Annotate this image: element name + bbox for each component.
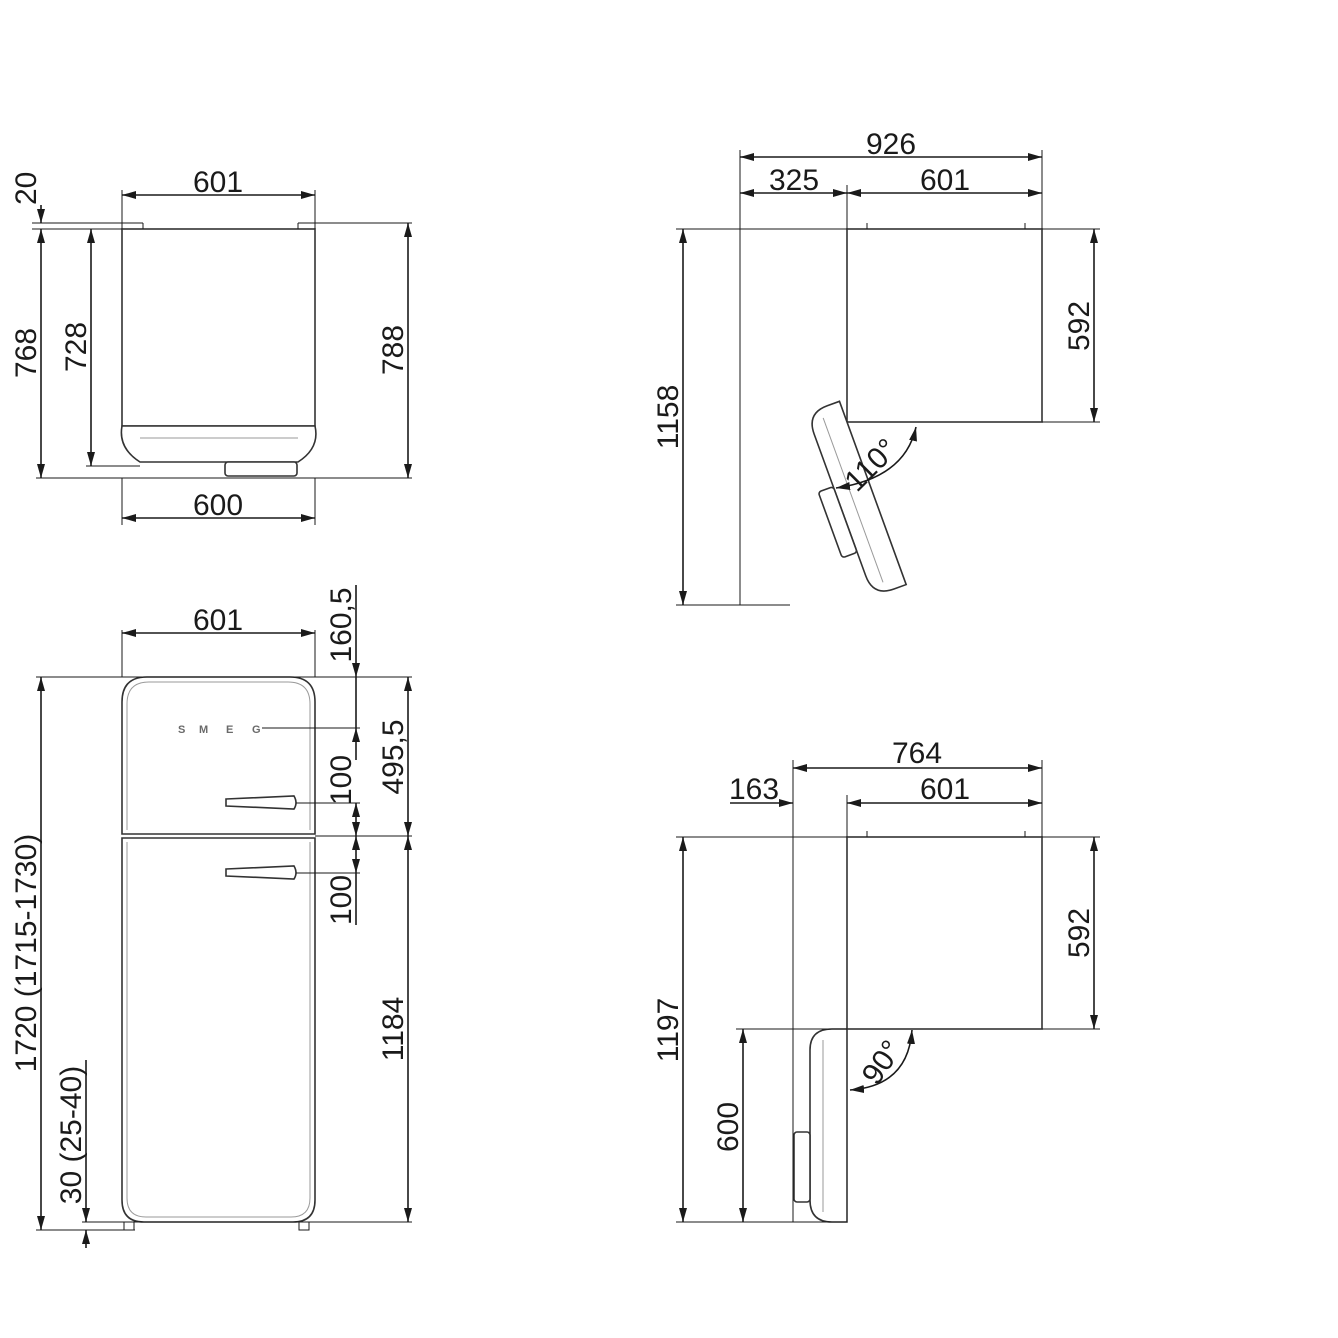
dim-depth-open: 788 [377, 325, 410, 375]
handle-90 [793, 1131, 811, 1203]
dim-fridge-height: 1184 [377, 997, 410, 1062]
dim-freezer-height: 495,5 [377, 719, 410, 794]
handle-upper [225, 795, 297, 810]
cabinet-outline-110 [846, 228, 1043, 423]
dim-total-depth-110: 1158 [652, 385, 685, 450]
dim-width-110: 601 [920, 164, 970, 197]
top-view-110: 926 325 601 1158 592 110° [652, 128, 1100, 606]
dim-top-width: 601 [193, 166, 243, 199]
door-90 [809, 1028, 848, 1223]
cabinet-outline [121, 228, 316, 427]
dim-total-width-110: 926 [866, 128, 916, 161]
smeg-logo-m: M [199, 724, 208, 736]
dim-feet: 30 (25-40) [55, 1066, 88, 1204]
dim-depth-90: 592 [1063, 908, 1096, 958]
dim-door-depth-90: 600 [712, 1102, 745, 1152]
top-view-90: 764 163 601 1197 600 592 90° [652, 737, 1100, 1223]
fridge-door-outline [121, 837, 316, 1223]
dim-handle-lower: 100 [325, 875, 358, 925]
cabinet-outline-90 [846, 836, 1043, 1030]
handle-outline [224, 461, 298, 477]
handle-lower [225, 865, 297, 880]
dim-total-depth-90: 1197 [652, 998, 685, 1063]
dim-door-swing-110: 325 [769, 164, 819, 197]
smeg-logo-g: G [252, 724, 261, 736]
front-view: S M E G 601 1720 (1715-1730) 160,5 495,5 [10, 585, 412, 1248]
freezer-door-outline [121, 676, 316, 835]
top-view-closed: 601 600 20 768 728 788 [10, 166, 412, 525]
door-outline [120, 425, 317, 463]
smeg-logo-s: S [178, 724, 185, 736]
dim-handle-upper: 100 [325, 755, 358, 805]
dim-bottom-width: 600 [193, 489, 243, 522]
dim-angle-90: 90° [856, 1035, 909, 1091]
dim-top-offset: 160,5 [325, 587, 358, 662]
smeg-logo-e: E [226, 724, 233, 736]
dim-total-width-90: 764 [892, 737, 942, 770]
dim-total-height: 1720 (1715-1730) [10, 834, 43, 1073]
door-110 [811, 400, 908, 592]
dim-gap: 20 [10, 172, 43, 205]
dim-door-swing-90: 163 [729, 773, 779, 806]
dim-front-width: 601 [193, 604, 243, 637]
dim-depth-110: 592 [1063, 301, 1096, 351]
dim-depth-body: 728 [60, 322, 93, 372]
dim-depth-total: 768 [10, 328, 43, 378]
dim-width-90: 601 [920, 773, 970, 806]
